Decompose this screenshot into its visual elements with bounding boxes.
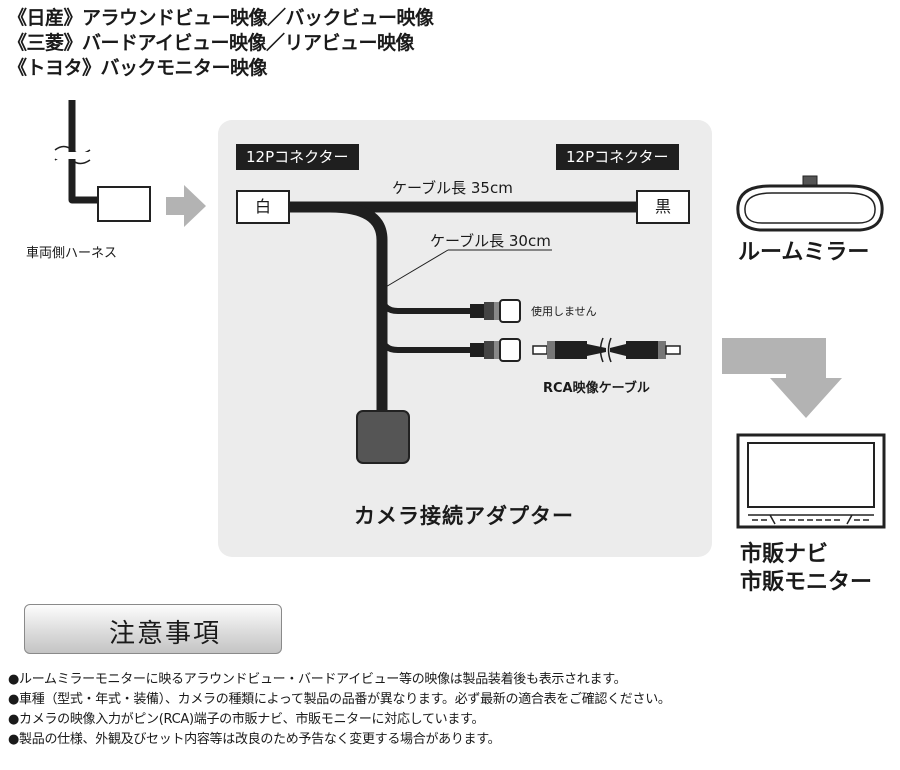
caution-banner: 注意事項 <box>24 604 282 654</box>
connector-tag-left: 12Pコネクター <box>236 144 359 170</box>
connector-white: 白 <box>236 190 290 224</box>
adapter-label: カメラ接続アダプター <box>354 504 574 528</box>
note-item: ●車種（型式・年式・装備）、カメラの種類によって製品の品番が異なります。必ず最新… <box>8 692 671 707</box>
navi-label: 市販ナビ <box>740 542 829 567</box>
monitor-icon <box>736 433 886 529</box>
rca-plug-unused <box>470 299 521 323</box>
room-mirror-label: ルームミラー <box>738 240 870 265</box>
note-item: ●カメラの映像入力がピン(RCA)端子の市販ナビ、市販モニターに対応しています。 <box>8 712 485 727</box>
note-item: ●製品の仕様、外観及びセット内容等は改良のため予告なく変更する場合があります。 <box>8 732 501 747</box>
title-mitsubishi: 《三菱》バードアイビュー映像／リアビュー映像 <box>8 32 415 54</box>
arrow-down-icon <box>722 338 842 418</box>
diagram-panel <box>218 120 712 557</box>
arrow-right-icon <box>166 185 206 227</box>
caution-title: 注意事項 <box>109 619 222 649</box>
connector-tag-right: 12Pコネクター <box>556 144 679 170</box>
camera-adapter-box <box>356 410 410 464</box>
rca-cable-label: RCA映像ケーブル <box>543 381 650 396</box>
harness-label: 車両側ハーネス <box>26 246 118 261</box>
title-nissan: 《日産》アラウンドビュー映像／バックビュー映像 <box>8 7 434 29</box>
cable-length-35: ケーブル長 35cm <box>392 179 513 197</box>
adapter-cable-graphic <box>290 201 638 420</box>
title-toyota: 《トヨタ》バックモニター映像 <box>8 57 268 79</box>
notes-list: ●ルームミラーモニターに映るアラウンドビュー・バードアイビュー等の映像は製品装着… <box>8 670 671 750</box>
rca-plug-video <box>470 338 521 362</box>
cable-length-30: ケーブル長 30cm <box>430 232 551 250</box>
rca-video-cable-graphic <box>532 337 681 363</box>
monitor-label: 市販モニター <box>740 570 873 595</box>
note-item: ●ルームミラーモニターに映るアラウンドビュー・バードアイビュー等の映像は製品装着… <box>8 672 627 687</box>
title-block: 《日産》アラウンドビュー映像／バックビュー映像 《三菱》バードアイビュー映像／リ… <box>8 6 434 81</box>
connector-black: 黒 <box>636 190 690 224</box>
vehicle-harness-graphic <box>54 100 151 222</box>
unused-label: 使用しません <box>531 305 597 318</box>
room-mirror-icon <box>736 175 884 232</box>
